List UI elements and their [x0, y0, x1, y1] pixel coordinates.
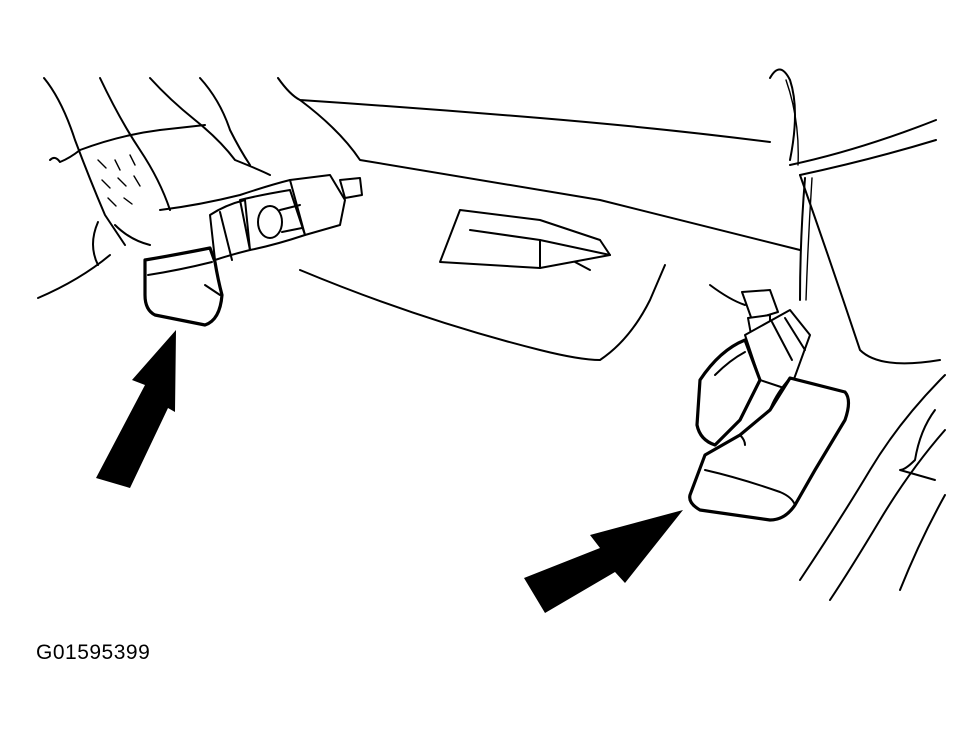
left-arrow — [96, 330, 176, 488]
left-adjuster-mechanism — [209, 174, 363, 261]
seat-cushion — [277, 68, 941, 365]
right-adjuster-mechanism — [741, 289, 811, 391]
left-seat-adjuster-handle — [143, 246, 224, 327]
right-seat-adjuster-handle — [688, 338, 851, 522]
left-seat-back-panel — [37, 77, 291, 299]
floor-outline — [299, 264, 946, 601]
seat-track — [439, 209, 611, 271]
right-arrow — [524, 510, 683, 613]
figure-id-label: G01595399 — [36, 641, 151, 664]
